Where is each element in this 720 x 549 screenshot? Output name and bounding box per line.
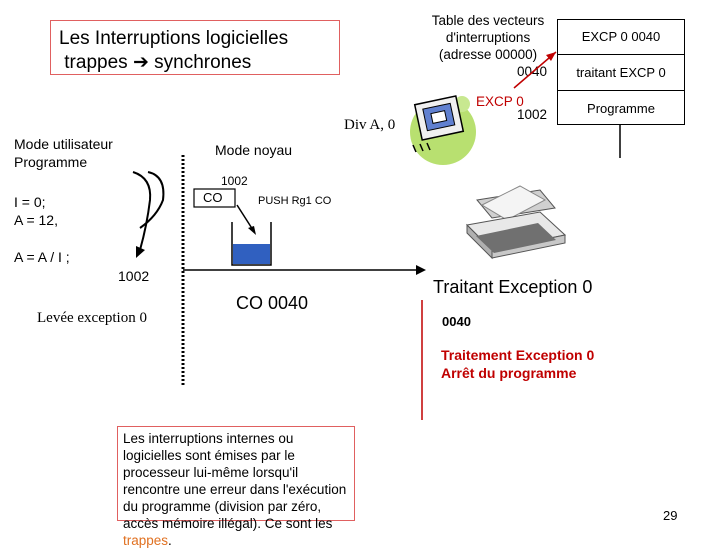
div-instruction: Div A, 0 [344,117,396,133]
kernel-mode-label: Mode noyau [215,142,293,158]
traitant-addr: 0040 [442,314,471,329]
page-number: 29 [663,508,678,523]
stack-fill [233,244,270,264]
co-assign: CO 0040 [236,293,309,313]
title-line1: Les Interruptions logicielles [59,28,289,49]
push-label: PUSH Rg1 CO [258,195,332,207]
co-box [193,188,236,208]
flow-arrow-1 [132,171,152,251]
vector-row-excp: EXCP 0 0040 [581,29,661,44]
vector-table-header: Table des vecteurs d'interruptions (adre… [431,13,545,62]
co-label: CO [203,190,223,205]
stack-addr: 1002 [221,174,248,188]
title-line2: trappes ➔ synchrones [64,52,252,73]
traitant-title: Traitant Exception 0 [433,277,593,297]
addr-1002-table: 1002 [517,107,548,122]
vector-row-traitant: traitant EXCP 0 [576,65,666,80]
code-block: I = 0; A = 12, [14,194,58,228]
title-box: Les Interruptions logicielles trappes ➔ … [50,20,340,75]
cpu-chip-icon [412,95,465,153]
addr-0040: 0040 [517,64,548,79]
flow-arrow-2 [139,171,165,229]
vector-row-programme: Programme [587,101,655,116]
addr-1002-left: 1002 [118,268,150,284]
excp-label: EXCP 0 [476,94,524,109]
user-mode-label: Mode utilisateur Programme [14,136,113,170]
explanation-note: Les interruptions internes ou logicielle… [117,426,355,548]
stack-box [231,222,272,266]
code-line3: A = A / I ; [14,249,70,265]
traitement-text: Traitement Exception 0 Arrêt du programm… [441,347,595,381]
printer-icon [465,185,567,260]
levee-exception: Levée exception 0 [37,310,147,326]
vector-table: EXCP 0 0040 traitant EXCP 0 Programme [557,19,685,125]
